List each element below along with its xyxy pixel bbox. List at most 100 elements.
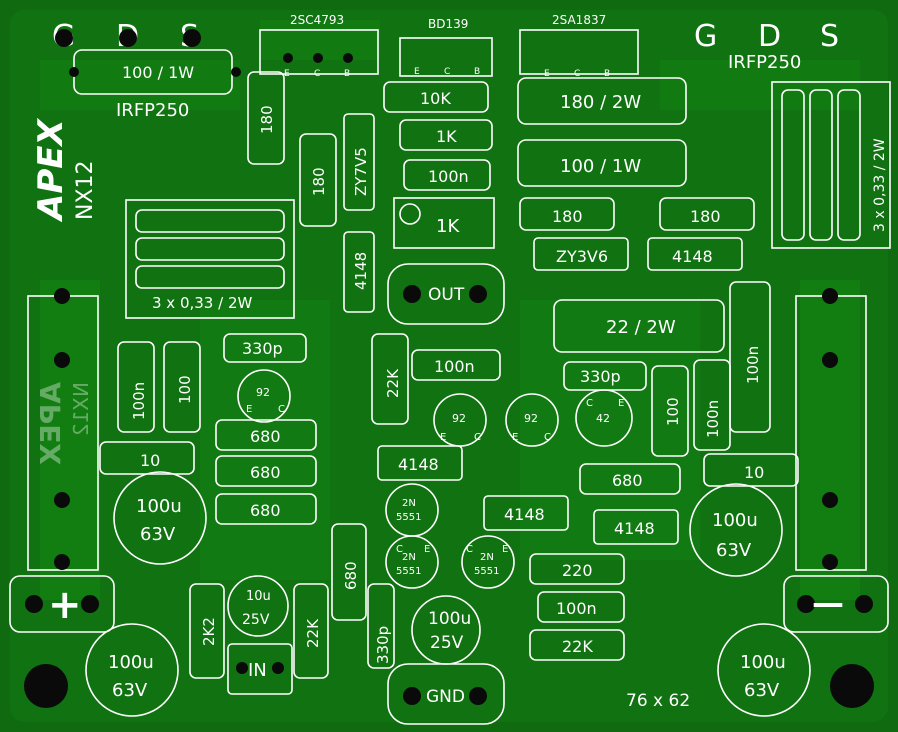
transistor-42: 42 C E	[575, 389, 633, 447]
svg-text:E: E	[544, 69, 550, 79]
svg-text:330p: 330p	[374, 626, 392, 664]
svg-text:E: E	[414, 67, 420, 77]
svg-text:ZY3V6: ZY3V6	[556, 247, 608, 266]
cap-100u-63v-b: 100u 63V	[689, 483, 783, 577]
transistor-2sa1837: 2SA1837 E C B	[519, 13, 639, 79]
label-irfp250-left: IRFP250	[116, 100, 189, 121]
resistor-22k-b: 22K	[529, 629, 625, 661]
svg-text:100 / 1W: 100 / 1W	[560, 156, 641, 177]
cap-330p-a: 330p	[223, 333, 307, 363]
svg-text:100 / 1W: 100 / 1W	[122, 63, 194, 82]
resistor-220: 220	[529, 553, 625, 585]
svg-text:10: 10	[140, 451, 160, 470]
svg-text:4148: 4148	[504, 505, 545, 524]
svg-text:C: C	[314, 69, 320, 79]
resistor-100-b: 100	[651, 365, 689, 457]
resistors-3x033-right: 3 x 0,33 / 2W	[771, 81, 891, 249]
cap-330p-c: 330p	[367, 583, 395, 669]
svg-text:680: 680	[612, 471, 643, 490]
zener-zy7v5: ZY7V5	[343, 113, 375, 211]
svg-text:100u: 100u	[712, 510, 758, 531]
svg-text:10K: 10K	[420, 89, 451, 108]
resistor-22-2w: 22 / 2W	[553, 299, 725, 353]
diode-4148-e: 4148	[593, 509, 679, 545]
cap-100n-b: 100n	[411, 349, 501, 381]
resistor-180-d: 180	[659, 197, 755, 231]
resistors-3x033-left: 3 x 0,33 / 2W	[125, 199, 295, 319]
svg-text:92: 92	[452, 412, 466, 425]
svg-text:C: C	[574, 69, 580, 79]
svg-text:180 / 2W: 180 / 2W	[560, 92, 641, 113]
svg-text:B: B	[344, 69, 350, 79]
svg-text:—: —	[812, 584, 844, 622]
transistor-2n5551-c: 2N 5551 C E	[461, 535, 515, 589]
svg-text:92: 92	[524, 412, 538, 425]
svg-text:4148: 4148	[352, 252, 370, 290]
svg-text:330p: 330p	[242, 339, 283, 358]
svg-text:100n: 100n	[556, 599, 597, 618]
svg-text:100: 100	[176, 375, 194, 404]
resistor-680-b: 680	[215, 455, 317, 487]
svg-text:4148: 4148	[614, 519, 655, 538]
svg-text:E: E	[246, 404, 252, 415]
board-size-label: 76 x 62	[626, 691, 690, 711]
svg-text:C: C	[586, 398, 593, 409]
mirror-brand-model: NX12	[69, 382, 93, 436]
svg-text:100n: 100n	[744, 346, 762, 384]
transistor-2n5551-b: 2N 5551 C E	[385, 535, 439, 589]
svg-text:25V: 25V	[242, 612, 270, 628]
input-terminal: IN	[227, 643, 293, 695]
svg-text:220: 220	[562, 561, 593, 580]
minus-terminal: —	[783, 575, 889, 633]
svg-text:10u: 10u	[246, 589, 271, 604]
svg-text:680: 680	[342, 561, 360, 590]
transistor-92-c: 92 E C	[505, 393, 559, 447]
svg-text:+: +	[48, 582, 82, 628]
svg-text:ZY7V5: ZY7V5	[352, 147, 370, 196]
svg-text:B: B	[604, 69, 610, 79]
rail-right	[795, 288, 867, 571]
svg-text:63V: 63V	[744, 680, 780, 701]
brand-group: APEX NX12	[31, 118, 98, 223]
cap-100u-63v-c: 100u 63V	[85, 623, 179, 717]
transistor-2sc4793: 2SC4793 E C B	[259, 13, 379, 79]
resistor-180-c: 180	[519, 197, 615, 231]
cap-100n-d: 100n	[729, 281, 771, 433]
svg-text:22K: 22K	[562, 637, 593, 656]
cap-100n-a: 100n	[117, 341, 155, 433]
resistor-680-c: 680	[215, 493, 317, 525]
svg-text:22 / 2W: 22 / 2W	[606, 317, 676, 338]
svg-text:C: C	[444, 67, 450, 77]
output-terminal: OUT	[387, 263, 505, 325]
svg-text:100u: 100u	[740, 652, 786, 673]
svg-text:180: 180	[258, 105, 276, 134]
resistor-22k-a: 22K	[371, 333, 409, 425]
cap-100u-25v: 100u 25V	[411, 595, 481, 665]
svg-text:E: E	[424, 544, 430, 555]
cap-100u-63v-a: 100u 63V	[113, 471, 207, 565]
resistor-180-b: 180	[299, 133, 337, 227]
cap-10u-25v: 10u 25V	[227, 575, 289, 637]
svg-text:3 x 0,33 / 2W: 3 x 0,33 / 2W	[872, 138, 888, 232]
resistor-22k-c: 22K	[293, 583, 329, 679]
resistor-2k2: 2K2	[189, 583, 225, 679]
svg-text:5551: 5551	[396, 512, 421, 523]
svg-text:C: C	[466, 544, 473, 555]
pin-d-right: D	[758, 19, 781, 54]
svg-text:100n: 100n	[130, 382, 148, 420]
resistor-180-2w: 180 / 2W	[517, 77, 687, 125]
svg-text:OUT: OUT	[428, 285, 465, 305]
svg-text:100u: 100u	[136, 496, 182, 517]
resistor-100-1w-left: 100 / 1W	[69, 49, 241, 95]
diode-4148-c: 4148	[377, 445, 463, 481]
pin-g-right: G	[694, 19, 717, 54]
svg-text:100: 100	[664, 397, 682, 426]
svg-text:3 x 0,33 / 2W: 3 x 0,33 / 2W	[152, 294, 252, 312]
svg-text:100u: 100u	[108, 652, 154, 673]
svg-text:63V: 63V	[112, 680, 148, 701]
transistor-92-a: 92 E C	[237, 369, 291, 423]
cap-100n-top: 100n	[403, 159, 491, 191]
svg-text:2K2: 2K2	[200, 617, 218, 646]
